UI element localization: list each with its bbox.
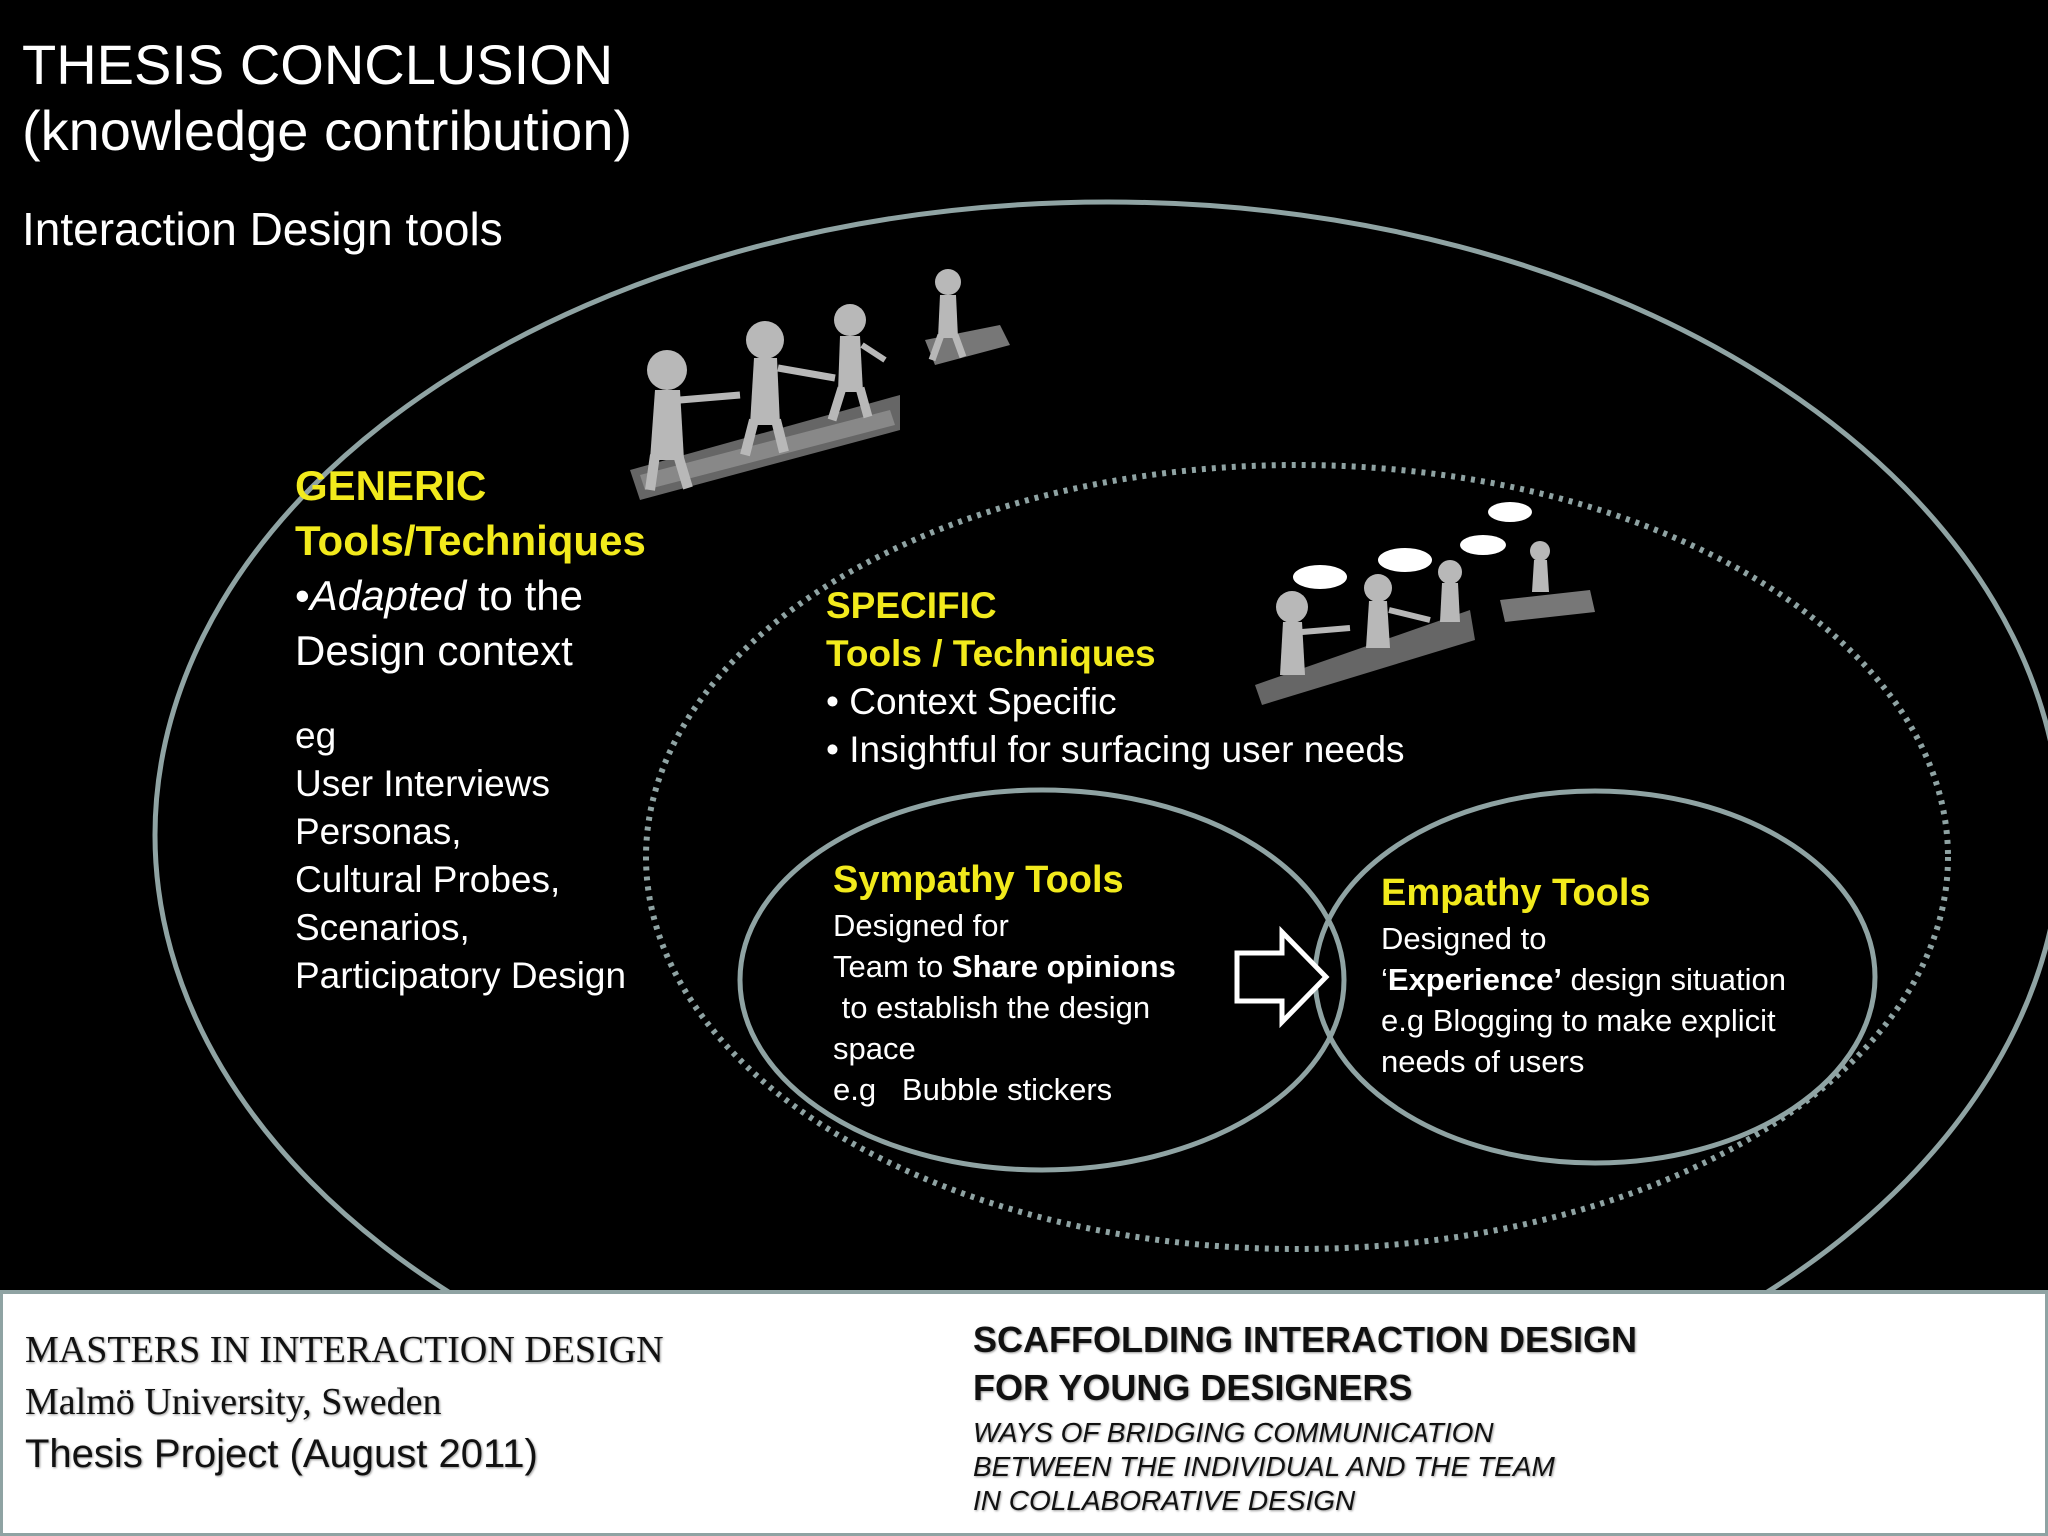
sympathy-line: to establish the design: [833, 990, 1151, 1025]
footer-institution: MASTERS IN INTERACTION DESIGN Malmö Univ…: [25, 1324, 664, 1480]
title-line-1: THESIS CONCLUSION: [22, 33, 614, 96]
empathy-tools-block: Empathy Tools Designed to ‘Experience’ d…: [1381, 868, 1881, 1082]
specific-heading-2: Tools / Techniques: [826, 633, 1156, 674]
generic-examples: eg User Interviews Personas, Cultural Pr…: [295, 712, 715, 1000]
project-date: Thesis Project (August 2011): [25, 1432, 538, 1476]
generic-adapted-line: •Adapted to the: [295, 568, 715, 623]
specific-bullet: • Insightful for surfacing user needs: [826, 729, 1405, 770]
empathy-line-pre: ‘: [1381, 962, 1388, 997]
example-item: User Interviews: [295, 763, 550, 804]
sympathy-ellipse: [737, 787, 1347, 1173]
example-item: Cultural Probes,: [295, 859, 561, 900]
empathy-line-post: design situation: [1561, 962, 1786, 997]
bullet-mark: •: [295, 572, 310, 619]
empathy-line: Designed to: [1381, 921, 1547, 956]
experience-text: Experience’: [1387, 962, 1562, 997]
empathy-line: needs of users: [1381, 1044, 1585, 1079]
university-name: Malmö University, Sweden: [25, 1381, 442, 1423]
generic-heading-1: GENERIC: [295, 462, 487, 509]
specific-bullet: • Context Specific: [826, 681, 1117, 722]
thesis-title-line: FOR YOUNG DESIGNERS: [973, 1367, 1413, 1408]
footer-thesis-title: SCAFFOLDING INTERACTION DESIGN FOR YOUNG…: [973, 1316, 1637, 1518]
generic-heading-2: Tools/Techniques: [295, 517, 646, 564]
program-name: MASTERS IN INTERACTION DESIGN: [25, 1329, 664, 1371]
adapted-word: Adapted: [309, 572, 467, 619]
example-item: eg: [295, 715, 337, 756]
generic-tools-block: GENERIC Tools/Techniques •Adapted to the…: [295, 458, 715, 1000]
sympathy-line: e.g Bubble stickers: [833, 1072, 1113, 1107]
example-item: Participatory Design: [295, 955, 627, 996]
sympathy-heading: Sympathy Tools: [833, 859, 1124, 901]
slide-subtitle: Interaction Design tools: [22, 203, 503, 255]
title-line-2: (knowledge contribution): [22, 99, 633, 162]
thesis-subtitle-line: IN COLLABORATIVE DESIGN: [973, 1485, 1356, 1516]
sympathy-line: Team to Share opinions: [833, 946, 1233, 987]
thesis-title-line: SCAFFOLDING INTERACTION DESIGN: [973, 1319, 1637, 1360]
sympathy-line: space: [833, 1031, 916, 1066]
venn-diagram: [152, 199, 2048, 1290]
outer-ellipse: [152, 199, 2048, 1290]
thesis-subtitle-line: BETWEEN THE INDIVIDUAL AND THE TEAM: [973, 1451, 1555, 1482]
people-on-puzzle-icon: [630, 269, 1010, 500]
share-opinions-text: Share opinions: [951, 949, 1176, 984]
specific-tools-block: SPECIFIC Tools / Techniques • Context Sp…: [826, 582, 1526, 774]
thesis-subtitle-line: WAYS OF BRIDGING COMMUNICATION: [973, 1417, 1494, 1448]
sympathy-tools-block: Sympathy Tools Designed for Team to Shar…: [833, 855, 1233, 1110]
slide-title: THESIS CONCLUSION (knowledge contributio…: [22, 32, 632, 164]
specific-heading-1: SPECIFIC: [826, 585, 997, 626]
dotted-ellipse: [643, 462, 1951, 1252]
generic-context-line: Design context: [295, 627, 573, 674]
example-item: Personas,: [295, 811, 462, 852]
sympathy-line-pre: Team to: [833, 949, 952, 984]
footer-bar: MASTERS IN INTERACTION DESIGN Malmö Univ…: [0, 1290, 2048, 1536]
empathy-heading: Empathy Tools: [1381, 872, 1651, 914]
right-arrow-icon: [1234, 925, 1330, 1029]
example-item: Scenarios,: [295, 907, 470, 948]
adapted-rest: to the: [466, 572, 583, 619]
people-with-speech-bubbles-icon: [1255, 502, 1595, 705]
empathy-line: e.g Blogging to make explicit: [1381, 1003, 1776, 1038]
empathy-line: ‘Experience’ design situation: [1381, 959, 1881, 1000]
sympathy-line: Designed for: [833, 908, 1009, 943]
